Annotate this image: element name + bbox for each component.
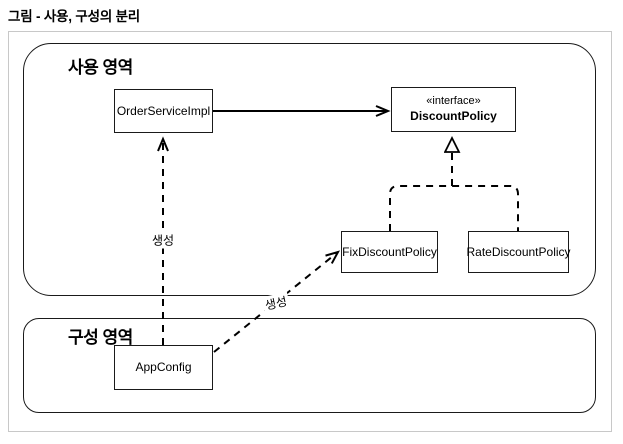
region-usage-label: 사용 영역: [68, 58, 133, 77]
node-label: RateDiscountPolicy: [466, 244, 571, 259]
page-title: 그림 - 사용, 구성의 분리: [8, 9, 141, 24]
node-app-config: AppConfig: [114, 345, 213, 390]
node-label: OrderServiceImpl: [116, 103, 211, 118]
node-label: AppConfig: [135, 360, 192, 374]
region-config-area: 구성 영역: [23, 318, 596, 413]
edge-label-create-order: 생성: [149, 231, 177, 249]
node-label: FixDiscountPolicy: [342, 244, 437, 259]
node-label: DiscountPolicy: [410, 108, 497, 123]
node-discount-policy: «interface» DiscountPolicy: [391, 87, 516, 132]
node-stereotype: «interface»: [426, 95, 481, 108]
node-fix-discount-policy: FixDiscountPolicy: [341, 231, 438, 273]
node-order-service-impl: OrderServiceImpl: [114, 89, 213, 133]
node-rate-discount-policy: RateDiscountPolicy: [466, 231, 571, 273]
region-config-label: 구성 영역: [68, 328, 133, 347]
